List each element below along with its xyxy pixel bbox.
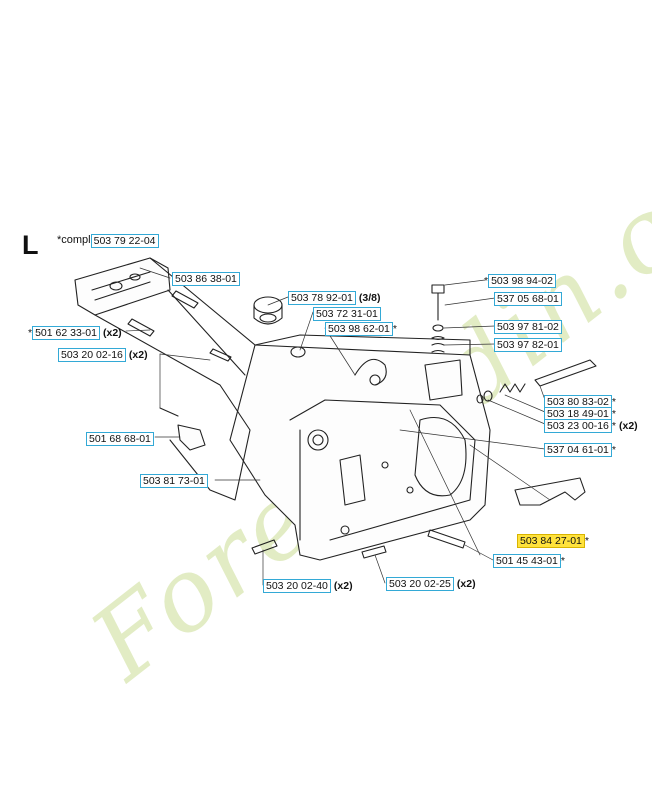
part-label: 503 97 82-01: [494, 338, 565, 352]
part-label: 503 97 81-02: [494, 320, 565, 334]
part-label: *501 62 33-01(x2): [28, 326, 122, 340]
part-number[interactable]: 503 20 02-25: [386, 577, 454, 591]
part-label: 503 20 02-40(x2): [263, 579, 353, 593]
part-label: *503 98 94-02: [484, 274, 559, 288]
bar-plate-slot: [91, 271, 151, 291]
housing-boss: [414, 416, 467, 497]
housing-hole: [340, 525, 350, 535]
part-number[interactable]: 503 23 00-16: [544, 419, 612, 433]
chain-catcher: [514, 477, 586, 506]
housing-hole: [312, 434, 324, 446]
part-label: 503 80 83-02*: [544, 395, 619, 409]
part-number[interactable]: 503 72 31-01: [313, 307, 381, 321]
housing-lug: [354, 358, 387, 386]
part-number[interactable]: 503 98 62-01: [325, 322, 393, 336]
bar-plate-frame: [94, 314, 251, 501]
bar-plate-hole: [109, 281, 123, 291]
leader-line: [139, 267, 171, 279]
leader-line: [443, 325, 496, 329]
stud: [127, 318, 155, 337]
bolt: [361, 545, 387, 559]
part-number[interactable]: 503 97 82-01: [494, 338, 562, 352]
housing-body: [229, 344, 491, 561]
leader-line: [487, 399, 546, 425]
plug: [290, 346, 306, 358]
part-label: 503 23 00-16*(x2): [544, 419, 638, 433]
part-label: 503 18 49-01*: [544, 407, 619, 421]
part-label: 503 78 92-01(3/8): [288, 291, 380, 305]
part-number[interactable]: 501 62 33-01: [32, 326, 100, 340]
bar-plate-hole: [129, 273, 141, 281]
spring: [499, 383, 526, 393]
part-label: 503 98 62-01*: [325, 322, 400, 336]
pin: [534, 359, 597, 387]
leader-line: [444, 279, 486, 286]
part-label: 501 68 68-01: [86, 432, 157, 446]
housing-hole: [307, 429, 329, 451]
bar-plate-frame: [149, 257, 256, 346]
bar-plate-frame: [167, 289, 246, 376]
part-label: 503 20 02-25(x2): [386, 577, 476, 591]
part-number-highlighted[interactable]: 503 84 27-01: [517, 534, 585, 548]
leader-line: [444, 297, 496, 306]
part-number[interactable]: 503 78 92-01: [288, 291, 356, 305]
part-number[interactable]: 503 81 73-01: [140, 474, 208, 488]
bolt: [209, 348, 232, 362]
part-number[interactable]: 537 04 61-01: [544, 443, 612, 457]
leader-line: [409, 409, 481, 556]
part-number[interactable]: 503 20 02-16: [58, 348, 126, 362]
stud: [171, 290, 199, 309]
leader-line: [299, 311, 314, 351]
part-number[interactable]: 503 97 81-02: [494, 320, 562, 334]
bolt: [159, 407, 179, 417]
part-label: 503 72 31-01: [313, 307, 384, 321]
leader-line: [159, 353, 211, 361]
compl-part-number[interactable]: 503 79 22-04: [90, 234, 159, 248]
section-letter: L: [22, 230, 39, 260]
part-number[interactable]: 503 18 49-01: [544, 407, 612, 421]
complete-assembly-label: *compl 503 79 22-04: [57, 234, 159, 248]
part-label: 503 84 27-01*: [517, 534, 592, 548]
tensioner-screw: [427, 529, 466, 549]
housing-hole: [381, 461, 389, 469]
housing-hole: [406, 486, 414, 494]
housing-slot: [339, 454, 366, 506]
part-label: 503 20 02-16(x2): [58, 348, 148, 362]
bolt: [251, 539, 278, 555]
leader-line: [267, 296, 289, 306]
washer: [432, 324, 444, 332]
part-number[interactable]: 503 98 94-02: [488, 274, 556, 288]
housing-lug: [424, 359, 463, 401]
leader-line: [469, 444, 551, 501]
leader-line: [374, 554, 386, 584]
spring: [431, 335, 445, 353]
part-label: 503 86 38-01: [172, 272, 243, 286]
washer: [483, 390, 493, 402]
bar-plate-slot: [94, 281, 151, 301]
part-number[interactable]: 501 68 68-01: [86, 432, 154, 446]
part-number[interactable]: 503 80 83-02: [544, 395, 612, 409]
part-label: 537 05 68-01: [494, 292, 565, 306]
leader-line: [125, 329, 151, 332]
leader-line: [399, 429, 546, 450]
compl-prefix: *compl: [57, 234, 91, 246]
part-number[interactable]: 503 86 38-01: [172, 272, 240, 286]
part-number[interactable]: 503 20 02-40: [263, 579, 331, 593]
part-number[interactable]: 537 05 68-01: [494, 292, 562, 306]
oil-cap-inner: [259, 313, 277, 323]
adjust-screw: [431, 284, 445, 294]
bracket: [177, 424, 206, 451]
part-label: 501 45 43-01*: [493, 554, 568, 568]
housing-top-face: [254, 334, 471, 356]
housing-inner-wall: [289, 399, 476, 541]
oil-cap-body: [253, 304, 283, 325]
leader-line: [504, 394, 546, 413]
part-number[interactable]: 501 45 43-01: [493, 554, 561, 568]
part-label: 503 81 73-01: [140, 474, 211, 488]
leader-line: [443, 343, 496, 346]
part-label: 537 04 61-01*: [544, 443, 619, 457]
washer: [476, 394, 484, 404]
